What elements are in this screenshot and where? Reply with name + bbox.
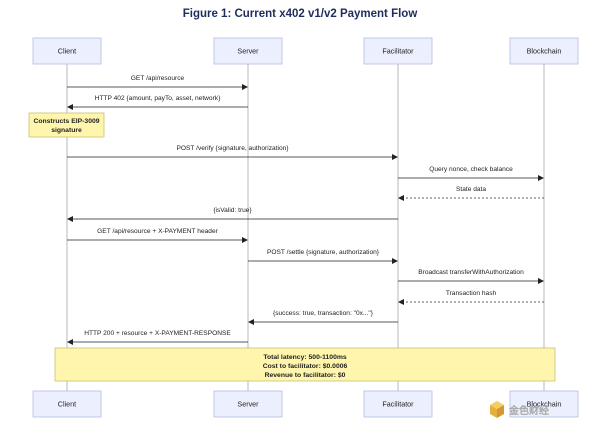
actor-blockchain-top: Blockchain [509, 37, 579, 65]
actor-box [32, 37, 102, 65]
lifelines [66, 64, 545, 391]
actors-bottom: Client Server Facilitator Blockchain [32, 390, 579, 418]
actor-box [213, 37, 283, 65]
message-label: GET /api/resource [131, 75, 185, 82]
message-label: Broadcast transferWithAuthorization [418, 269, 524, 276]
actor-label: Facilitator [382, 400, 414, 409]
message-label: Transaction hash [446, 290, 497, 297]
actors-top: Client Server Facilitator Blockchain [32, 37, 579, 65]
actor-facilitator-bottom: Facilitator [363, 390, 433, 418]
actor-server-bottom: Server [213, 390, 283, 418]
message-label: POST /verify {signature, authorization} [176, 145, 289, 152]
actor-box [509, 37, 579, 65]
actor-box [363, 390, 433, 418]
summary-note: Total latency: 500-1100ms Cost to facili… [54, 347, 556, 382]
client-note-line-1: Constructs EIP-3009 [33, 118, 99, 125]
actor-client-bottom: Client [32, 390, 102, 418]
message-11: {success: true, transaction: "0x..."} [248, 310, 398, 325]
actor-label: Blockchain [527, 400, 562, 409]
actor-label: Server [237, 47, 259, 56]
message-label: GET /api/resource + X-PAYMENT header [97, 228, 218, 235]
actor-server-top: Server [213, 37, 283, 65]
message-6: {isValid: true} [67, 207, 398, 222]
message-2: HTTP 402 {amount, payTo, asset, network} [67, 95, 248, 110]
message-3: POST /verify {signature, authorization} [67, 145, 398, 160]
message-10: Transaction hash [398, 290, 544, 305]
message-12: HTTP 200 + resource + X-PAYMENT-RESPONSE [67, 330, 248, 345]
message-1: GET /api/resource [67, 75, 248, 90]
summary-note-line-1: Total latency: 500-1100ms [263, 354, 347, 361]
actor-box [363, 37, 433, 65]
message-label: HTTP 200 + resource + X-PAYMENT-RESPONSE [84, 330, 231, 337]
message-label: POST /settle {signature, authorization} [267, 249, 380, 256]
message-5: State data [398, 186, 544, 201]
summary-note-box [54, 347, 556, 382]
client-note-box [28, 112, 105, 138]
actor-label: Client [58, 47, 76, 56]
actor-box [213, 390, 283, 418]
message-9: Broadcast transferWithAuthorization [398, 269, 544, 284]
message-label: {success: true, transaction: "0x..."} [273, 310, 374, 317]
actor-label: Server [237, 400, 259, 409]
actor-label: Blockchain [527, 47, 562, 56]
golden-cube-logo-icon [490, 401, 504, 418]
diagram-title: Figure 1: Current x402 v1/v2 Payment Flo… [183, 8, 418, 20]
actor-box [509, 390, 579, 418]
watermark: 金色财经 [490, 401, 549, 418]
message-label: Query nonce, check balance [429, 166, 513, 173]
client-note: Constructs EIP-3009 signature [28, 112, 105, 138]
summary-note-line-3: Revenue to facilitator: $0 [265, 372, 346, 379]
message-label: {isValid: true} [213, 207, 252, 214]
actor-client-top: Client [32, 37, 102, 65]
actor-box [32, 390, 102, 418]
actor-label: Facilitator [382, 47, 414, 56]
actor-facilitator-top: Facilitator [363, 37, 433, 65]
message-label: HTTP 402 {amount, payTo, asset, network} [95, 95, 221, 102]
actor-blockchain-bottom: Blockchain [509, 390, 579, 418]
actor-label: Client [58, 400, 76, 409]
message-label: State data [456, 186, 486, 193]
message-8: POST /settle {signature, authorization} [248, 249, 398, 264]
summary-note-line-2: Cost to facilitator: $0.0006 [263, 363, 348, 370]
message-4: Query nonce, check balance [398, 166, 544, 181]
message-7: GET /api/resource + X-PAYMENT header [67, 228, 248, 243]
client-note-line-2: signature [51, 127, 82, 134]
watermark-text: 金色财经 [508, 404, 549, 417]
